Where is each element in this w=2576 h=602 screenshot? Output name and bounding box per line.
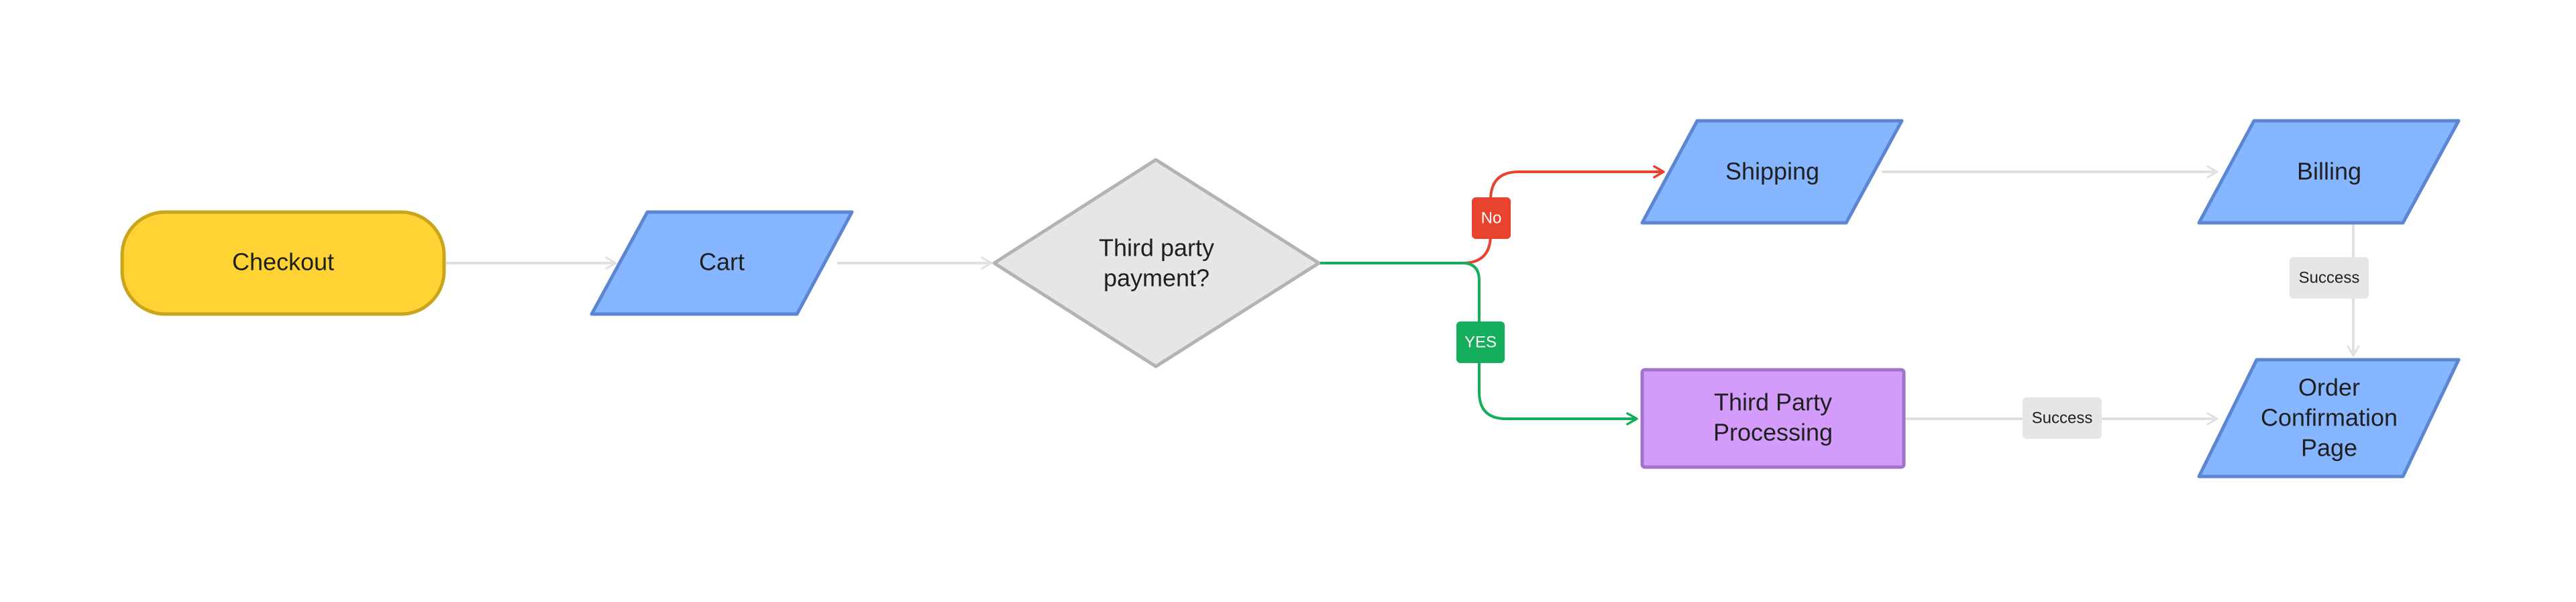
order-confirmation-label-line-1: Order	[2298, 374, 2360, 401]
shipping-io-shape	[1640, 119, 1904, 225]
shipping-label: Shipping	[1725, 158, 1819, 185]
edge-label-success-billing-badge	[2290, 257, 2369, 299]
edge-label-no-text: No	[1481, 209, 1502, 227]
decision-diamond-shape	[992, 158, 1321, 368]
node-third-party-processing[interactable]: Third Party Processing	[1640, 368, 1906, 469]
edge-label-success-billing-text: Success	[2299, 268, 2360, 287]
cart-label: Cart	[699, 248, 745, 276]
edge-label-yes: YES	[1456, 321, 1505, 363]
edge-label-success-third-party: Success	[2023, 397, 2102, 439]
edge-label-yes-text: YES	[1464, 333, 1497, 351]
edge-label-success-third-party-badge	[2023, 397, 2102, 439]
node-checkout[interactable]: Checkout	[120, 210, 446, 316]
third-party-label-line-1: Third Party	[1714, 389, 1832, 416]
billing-io-shape	[2197, 119, 2461, 225]
edge-label-success-third-party-text: Success	[2032, 409, 2093, 427]
checkout-label: Checkout	[232, 248, 334, 276]
edge-label-no-badge	[1472, 197, 1511, 239]
decision-label-line-2: payment?	[1104, 264, 1210, 292]
node-order-confirmation-page[interactable]: Order Confirmation Page	[2197, 358, 2461, 479]
order-confirmation-label-line-2: Confirmation	[2261, 404, 2398, 432]
node-decision-third-party-payment[interactable]: Third party payment?	[992, 158, 1321, 368]
third-party-label-line-2: Processing	[1713, 419, 1833, 446]
edge-label-yes-badge	[1456, 321, 1505, 363]
order-confirmation-io-shape	[2197, 358, 2461, 479]
checkout-terminal-shape	[120, 210, 446, 316]
cart-io-shape	[590, 210, 854, 316]
decision-label-line-1: Third party	[1099, 234, 1214, 262]
third-party-process-shape	[1640, 368, 1906, 469]
billing-label: Billing	[2297, 158, 2361, 185]
node-billing[interactable]: Billing	[2197, 119, 2461, 225]
node-shipping[interactable]: Shipping	[1640, 119, 1904, 225]
edge-label-success-billing: Success	[2290, 257, 2369, 299]
node-cart[interactable]: Cart	[590, 210, 854, 316]
order-confirmation-label-line-3: Page	[2301, 434, 2357, 462]
edge-decision-to-third-party-yes	[1319, 262, 1638, 425]
edge-label-no: No	[1472, 197, 1511, 239]
